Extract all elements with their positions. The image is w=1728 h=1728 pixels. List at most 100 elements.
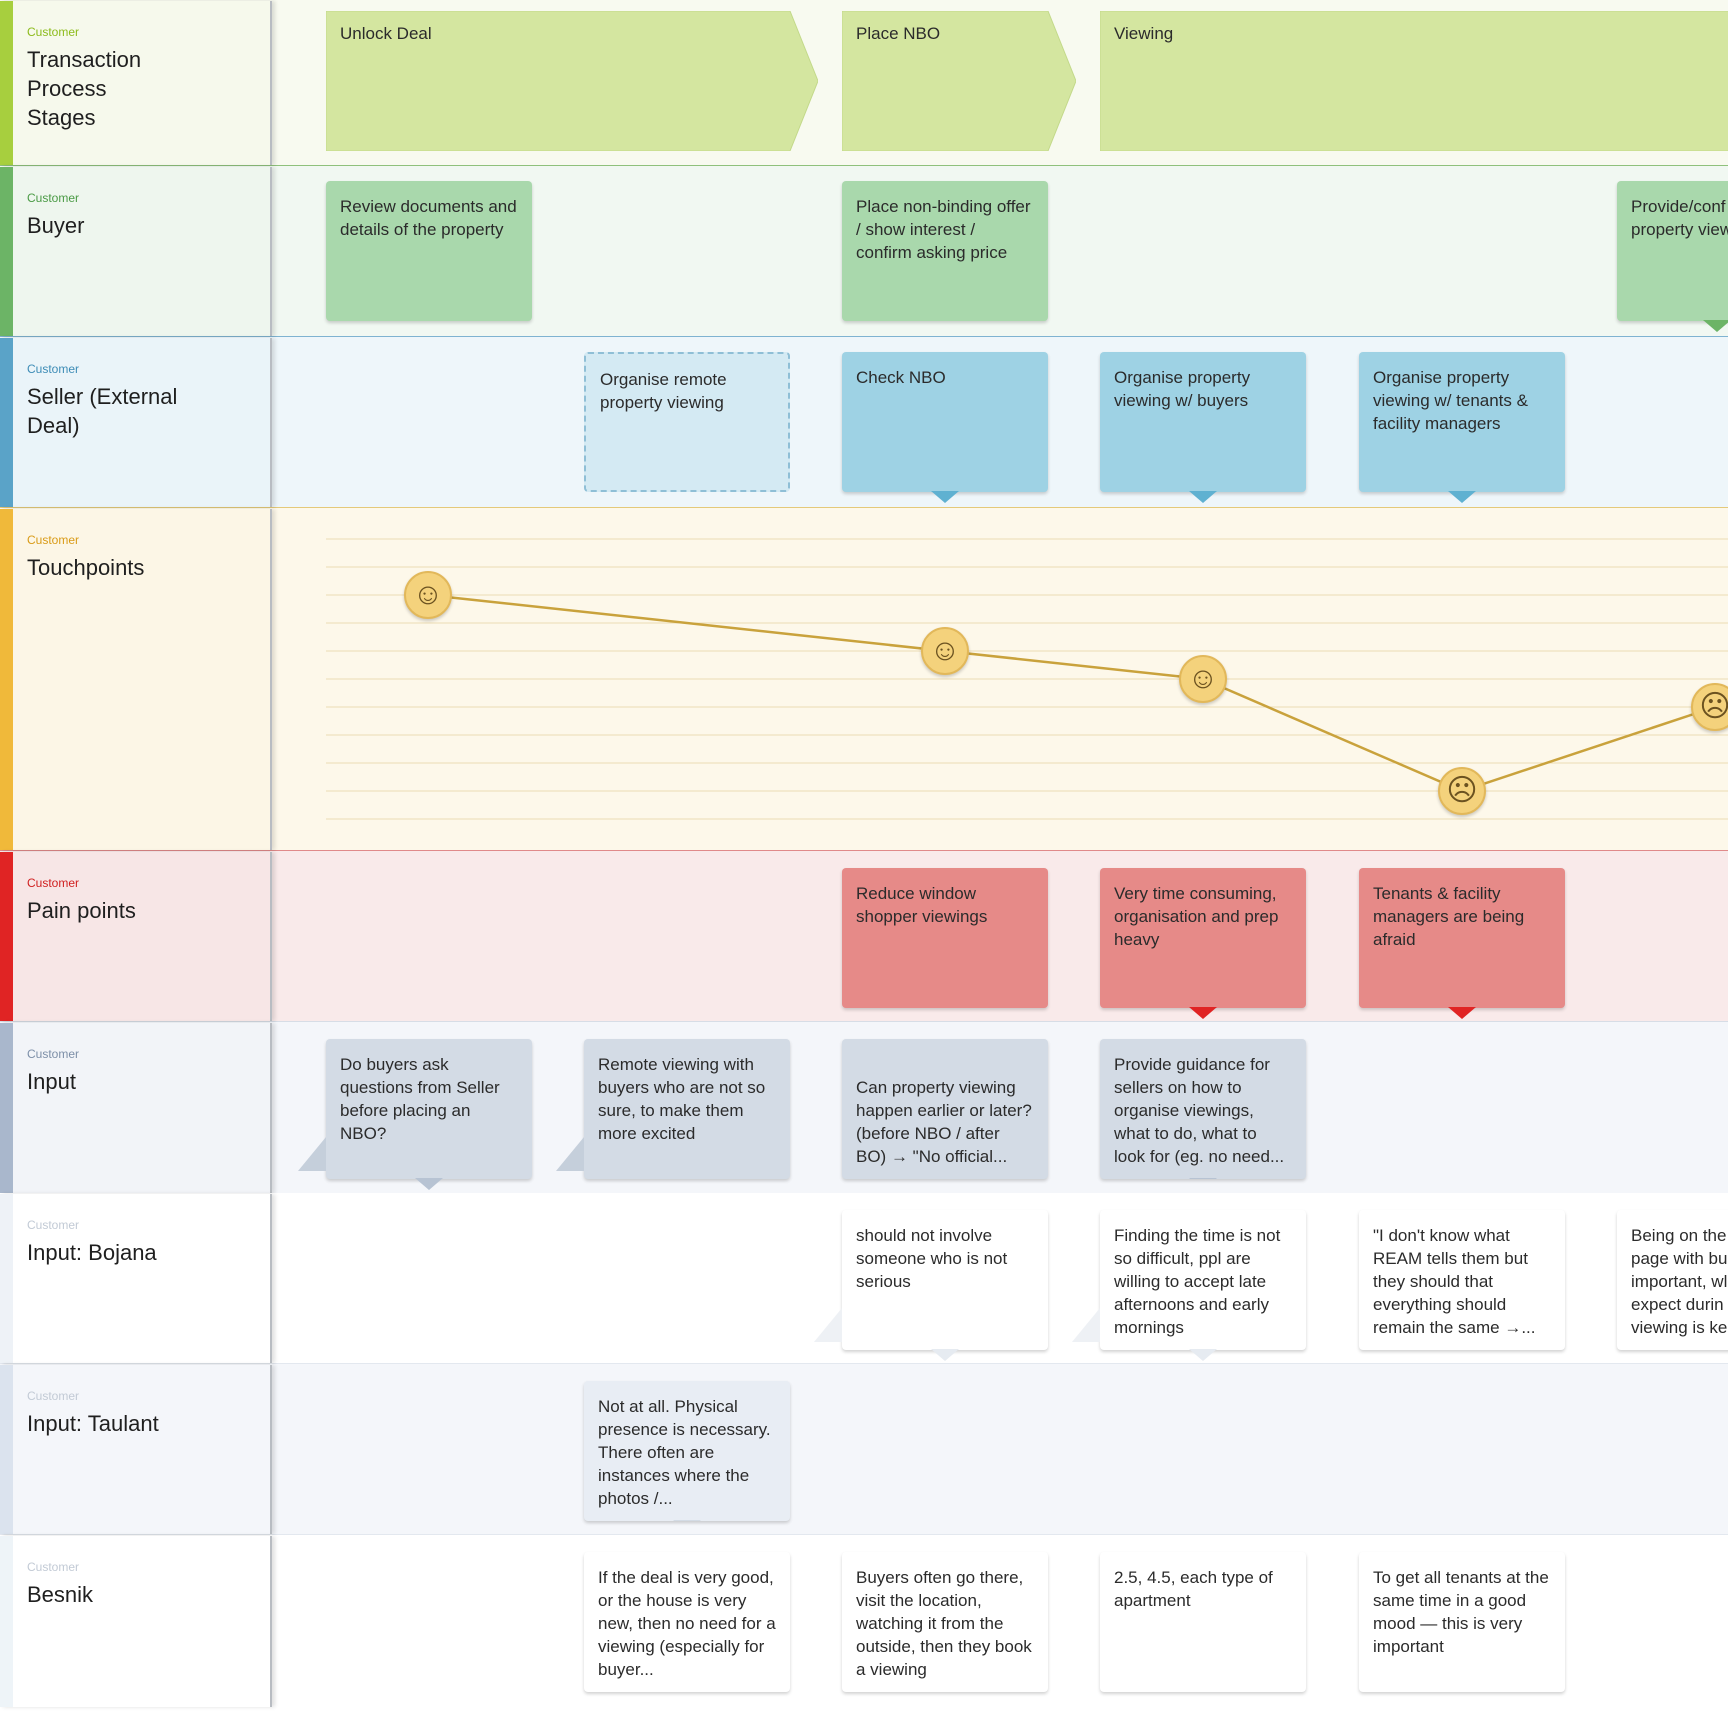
touchpoint-chart bbox=[326, 538, 1728, 820]
card-text: Organise property viewing w/ tenants & f… bbox=[1373, 368, 1528, 433]
stage-place-nbo[interactable]: Place NBO bbox=[842, 11, 1076, 151]
lane-buyer: Customer Buyer Review documents and deta… bbox=[0, 166, 1728, 337]
card-tail bbox=[1189, 1349, 1217, 1361]
lane-stages: Customer Transaction Process Stages Unlo… bbox=[0, 0, 1728, 166]
emotion-glyph: ☹ bbox=[1699, 690, 1728, 723]
lane-color-bar bbox=[0, 1365, 13, 1534]
lane-header-pain-points: Customer Pain points bbox=[0, 852, 272, 1021]
stage-arrow-shape bbox=[326, 11, 818, 151]
lane-color-bar bbox=[0, 509, 13, 850]
bojana-card[interactable]: Finding the time is not so difficult, pp… bbox=[1072, 1210, 1306, 1361]
besnik-card[interactable]: If the deal is very good, or the house i… bbox=[584, 1552, 790, 1692]
card-text: "I don't know what REAM tells them but t… bbox=[1373, 1226, 1536, 1337]
lane-touchpoints: Customer Touchpoints ☺ ☺ ☺ ☹ ☹ bbox=[0, 508, 1728, 851]
card-text: Organise remote property viewing bbox=[600, 370, 727, 412]
lane-header-buyer: Customer Buyer bbox=[0, 167, 272, 336]
card-text: Buyers often go there, visit the locatio… bbox=[856, 1568, 1032, 1679]
lane-title: Buyer bbox=[27, 213, 85, 238]
comment-tail bbox=[556, 1137, 584, 1171]
stage-unlock-deal[interactable]: Unlock Deal bbox=[326, 11, 818, 151]
card-tail bbox=[931, 491, 959, 503]
card-tail bbox=[415, 1178, 443, 1190]
lane-header-stages: Customer Transaction Process Stages bbox=[0, 1, 272, 165]
input-card[interactable]: Remote viewing with buyers who are not s… bbox=[556, 1039, 790, 1179]
pain-card[interactable]: Very time consuming, organisation and pr… bbox=[1100, 868, 1306, 1019]
lane-header-seller: Customer Seller (External Deal) bbox=[0, 338, 272, 507]
card-text: Do buyers ask questions from Seller befo… bbox=[340, 1055, 500, 1143]
taulant-card[interactable]: Not at all. Physical presence is necessa… bbox=[584, 1381, 790, 1521]
card-text: should not involve someone who is not se… bbox=[856, 1226, 1008, 1291]
buyer-card[interactable]: Review documents and details of the prop… bbox=[326, 181, 532, 321]
emotion-glyph: ☺ bbox=[1187, 662, 1219, 695]
lane-title: Transaction Process Stages bbox=[27, 47, 142, 130]
input-card[interactable]: Can property viewing happen earlier or l… bbox=[842, 1039, 1048, 1179]
neutral-icon[interactable]: ☹ bbox=[1691, 683, 1728, 731]
stage-arrow-shape bbox=[842, 11, 1076, 151]
buyer-card[interactable]: Provide/conf property view bbox=[1617, 181, 1728, 332]
lane-category: Customer bbox=[27, 1389, 80, 1403]
seller-card[interactable]: Check NBO bbox=[842, 352, 1048, 503]
lane-header-input: Customer Input bbox=[0, 1023, 272, 1193]
input-card[interactable]: Do buyers ask questions from Seller befo… bbox=[298, 1039, 532, 1190]
lane-color-bar bbox=[0, 338, 13, 507]
lane-color-bar bbox=[0, 1194, 13, 1363]
lane-pain-points: Customer Pain points Reduce window shopp… bbox=[0, 851, 1728, 1022]
happy-icon[interactable]: ☺ bbox=[921, 627, 969, 675]
lane-color-bar bbox=[0, 1536, 13, 1707]
lane-color-bar bbox=[0, 1, 13, 165]
buyer-card[interactable]: Place non-binding offer / show interest … bbox=[842, 181, 1048, 321]
lane-category: Customer bbox=[27, 1218, 80, 1232]
lane-title: Seller (External Deal) bbox=[27, 384, 178, 438]
card-text: If the deal is very good, or the house i… bbox=[598, 1568, 776, 1679]
seller-card-draft[interactable]: Organise remote property viewing bbox=[584, 352, 790, 492]
input-card[interactable]: Provide guidance for sellers on how to o… bbox=[1100, 1039, 1306, 1179]
card-tail bbox=[1189, 1007, 1217, 1019]
lane-category: Customer bbox=[27, 1560, 80, 1574]
besnik-card[interactable]: Buyers often go there, visit the locatio… bbox=[842, 1552, 1048, 1692]
lane-header-taulant: Customer Input: Taulant bbox=[0, 1365, 272, 1534]
card-tail bbox=[1448, 491, 1476, 503]
stage-label: Viewing bbox=[1114, 24, 1174, 43]
comment-tail bbox=[814, 1308, 842, 1342]
bojana-card[interactable]: "I don't know what REAM tells them but t… bbox=[1359, 1210, 1565, 1350]
happy-icon[interactable]: ☺ bbox=[1179, 655, 1227, 703]
card-text: Finding the time is not so difficult, pp… bbox=[1114, 1226, 1281, 1337]
pain-card[interactable]: Reduce window shopper viewings bbox=[842, 868, 1048, 1008]
card-tail bbox=[673, 1520, 701, 1521]
stage-arrow-shape bbox=[1100, 11, 1728, 151]
card-text: Being on the page with bu important, wl … bbox=[1631, 1226, 1728, 1337]
lane-category: Customer bbox=[27, 533, 80, 547]
card-text: Place non-binding offer / show interest … bbox=[856, 197, 1031, 262]
lane-header-bojana: Customer Input: Bojana bbox=[0, 1194, 272, 1363]
besnik-card[interactable]: To get all tenants at the same time in a… bbox=[1359, 1552, 1565, 1692]
lane-title: Input: Bojana bbox=[27, 1240, 157, 1265]
pain-card[interactable]: Tenants & facility managers are being af… bbox=[1359, 868, 1565, 1019]
comment-tail bbox=[1072, 1308, 1100, 1342]
emotion-glyph: ☺ bbox=[412, 578, 444, 611]
lane-input-bojana: Customer Input: Bojana should not involv… bbox=[0, 1193, 1728, 1364]
happy-icon[interactable]: ☺ bbox=[404, 571, 452, 619]
frustrated-icon[interactable]: ☹ bbox=[1438, 767, 1486, 815]
stage-viewing[interactable]: Viewing bbox=[1100, 11, 1728, 151]
card-text: To get all tenants at the same time in a… bbox=[1373, 1568, 1549, 1656]
lane-input-taulant: Customer Input: Taulant Not at all. Phys… bbox=[0, 1364, 1728, 1535]
lane-title: Pain points bbox=[27, 898, 136, 923]
card-text: Tenants & facility managers are being af… bbox=[1373, 884, 1525, 949]
lane-color-bar bbox=[0, 167, 13, 336]
stage-label: Unlock Deal bbox=[340, 24, 432, 43]
seller-card[interactable]: Organise property viewing w/ buyers bbox=[1100, 352, 1306, 503]
bojana-card[interactable]: should not involve someone who is not se… bbox=[814, 1210, 1048, 1361]
lane-header-besnik: Customer Besnik bbox=[0, 1536, 272, 1707]
lane-title: Touchpoints bbox=[27, 555, 145, 580]
seller-card[interactable]: Organise property viewing w/ tenants & f… bbox=[1359, 352, 1565, 503]
lane-color-bar bbox=[0, 852, 13, 1021]
card-text: Reduce window shopper viewings bbox=[856, 884, 988, 926]
card-text: Review documents and details of the prop… bbox=[340, 197, 517, 239]
touchpoint-line bbox=[427, 593, 1716, 793]
card-text: Organise property viewing w/ buyers bbox=[1114, 368, 1251, 410]
card-tail bbox=[1189, 491, 1217, 503]
besnik-card[interactable]: 2.5, 4.5, each type of apartment bbox=[1100, 1552, 1306, 1692]
card-tail bbox=[931, 1349, 959, 1361]
card-tail bbox=[1189, 1178, 1217, 1179]
bojana-card[interactable]: Being on the page with bu important, wl … bbox=[1617, 1210, 1728, 1350]
